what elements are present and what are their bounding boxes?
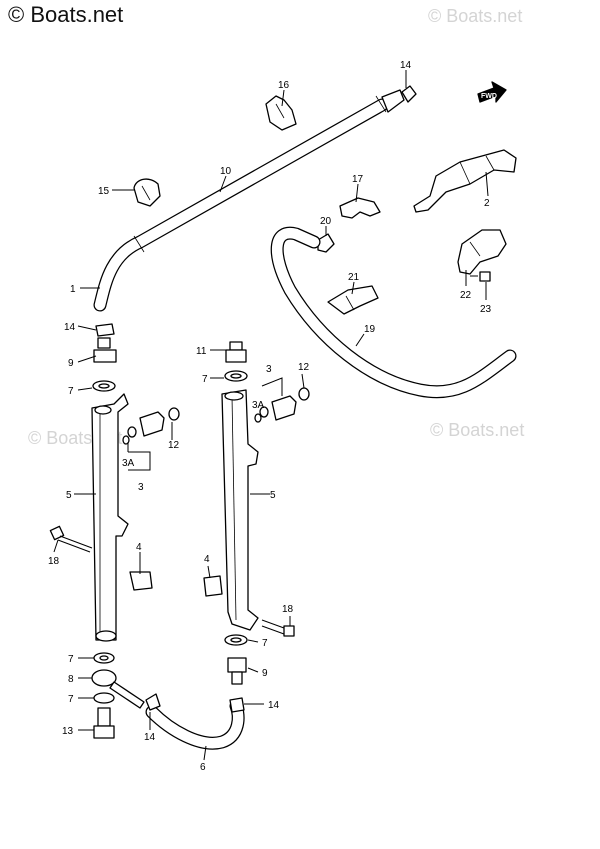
callout-8: 8 [68,674,74,685]
union-11 [225,341,247,363]
fuel-rail-5-left [91,393,129,642]
clamp-16 [265,95,297,131]
banjo-8 [91,669,145,709]
callout-14-left: 14 [64,322,76,333]
callout-6: 6 [200,762,206,773]
hose-6 [145,699,245,750]
watermark-faint-top-right: © Boats.net [428,6,523,26]
callout-7-d: 7 [202,374,208,385]
callout-3-left: 3 [138,482,144,493]
callout-7-c: 7 [68,694,74,705]
callout-7-b: 7 [68,654,74,665]
callout-3a-right: 3A [252,400,265,411]
callout-4-right: 4 [204,554,210,565]
callout-9-left: 9 [68,358,74,369]
bolt-18-left [49,525,93,553]
injector-3-right [254,387,310,423]
callout-14-top: 14 [400,60,412,71]
callout-15: 15 [98,186,110,197]
callout-23: 23 [480,304,492,315]
callout-12-right: 12 [298,362,310,373]
callout-14-bottom-left: 14 [144,732,156,743]
bolt-13 [93,707,115,739]
callout-20: 20 [320,216,332,227]
callout-7-a: 7 [68,386,74,397]
washer-7-e [224,634,248,646]
callout-16: 16 [278,80,290,91]
callout-1: 1 [70,284,76,295]
clip-14-top [401,85,417,103]
callout-2: 2 [484,198,490,209]
callout-10: 10 [220,166,232,177]
leader-lines [53,70,489,761]
watermark-main: © Boats.net [8,2,124,27]
watermark-faint-mid-right: © Boats.net [430,420,525,440]
callout-7-e: 7 [262,638,268,649]
callout-17: 17 [352,174,364,185]
callout-22: 22 [460,290,472,301]
callout-12-left: 12 [168,440,180,451]
clamp-17 [339,197,381,219]
clip-14-bottom-right [229,697,245,713]
callout-5-left: 5 [66,490,72,501]
callout-13: 13 [62,726,74,737]
callout-9-right: 9 [262,668,268,679]
callout-18-right: 18 [282,604,294,615]
union-9-left [93,337,117,363]
fuel-pipe-10 [93,89,405,312]
washer-7-a [92,380,116,392]
hose-19 [270,226,517,399]
clip-14-left [95,323,115,337]
washer-7-b [93,652,115,664]
grommet-4-left [129,571,153,591]
callout-11: 11 [196,346,207,357]
bolt-23 [470,271,491,282]
callout-14-bottom-right: 14 [268,700,280,711]
bolt-18-right [261,619,295,637]
clamp-21 [327,285,379,315]
callout-3-right: 3 [266,364,272,375]
fwd-label: FWD [481,93,497,100]
callout-19: 19 [364,324,376,335]
union-9-right [227,657,247,685]
callout-5-right: 5 [270,490,276,501]
callout-18-left: 18 [48,556,60,567]
clamp-15 [133,178,161,207]
washer-7-d [224,370,248,382]
injector-3-left [122,407,180,445]
callout-labels: 1 2 3 3A 3 3A 4 4 5 5 6 7 7 7 7 7 8 9 9 … [48,60,492,773]
fuel-rail-5-right [221,389,259,631]
clamp-22 [457,229,507,275]
callout-3a-left: 3A [122,458,135,469]
bracket-2 [413,149,517,213]
clip-14-bottom-left [145,693,161,711]
callout-4-left: 4 [136,542,142,553]
callout-21: 21 [348,272,360,283]
fwd-arrow-icon: FWD [477,81,507,103]
grommet-4-right [203,575,223,597]
washer-7-c [93,692,115,704]
